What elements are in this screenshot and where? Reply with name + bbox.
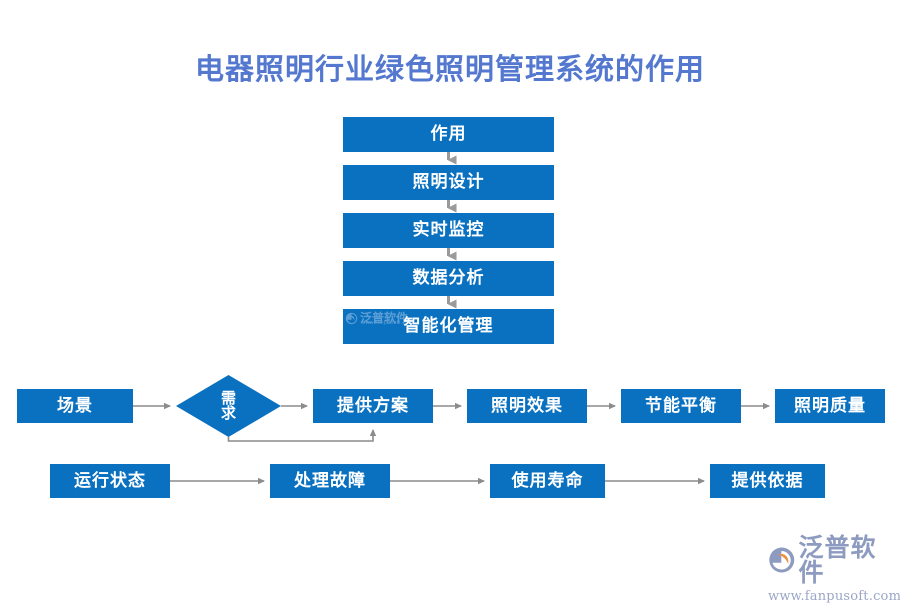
node-yunxingzhuangtai[interactable]: 运行状态: [50, 464, 170, 498]
brand-watermark-url: www.fanpusoft.com: [768, 589, 900, 604]
node-label: 实时监控: [412, 220, 485, 241]
fanpu-logo-icon: [769, 547, 795, 573]
node-label: 运行状态: [74, 470, 146, 491]
node-shiyongshouming[interactable]: 使用寿命: [490, 464, 605, 498]
node-jienengpingheng[interactable]: 节能平衡: [621, 389, 741, 423]
node-label: 场景: [57, 395, 93, 416]
decision-xuqiu[interactable]: 需 求: [176, 375, 281, 437]
brand-watermark: 泛普软件 www.fanpusoft.com: [768, 535, 900, 604]
node-shishijiankong[interactable]: 实时监控: [343, 213, 554, 248]
node-label: 使用寿命: [511, 470, 584, 491]
fanpu-logo-icon: [345, 312, 358, 324]
decision-label-line1: 需: [220, 389, 236, 407]
node-shujufenxi[interactable]: 数据分析: [343, 261, 554, 296]
page-title: 电器照明行业绿色照明管理系统的作用: [194, 52, 705, 86]
brand-watermark-row: 泛普软件: [768, 535, 894, 585]
node-label: 提供依据: [731, 470, 804, 491]
node-zuoyong[interactable]: 作用: [343, 117, 554, 152]
node-label: 作用: [430, 124, 467, 145]
inner-watermark-brand: 泛普软件: [360, 311, 409, 325]
node-label: 数据分析: [412, 268, 485, 289]
node-tigongfangan[interactable]: 提供方案: [313, 389, 433, 423]
node-changjing[interactable]: 场景: [17, 389, 133, 423]
node-zhaomingzhiliang[interactable]: 照明质量: [775, 389, 885, 423]
node-label: 节能平衡: [645, 395, 717, 416]
node-label: 提供方案: [337, 395, 409, 416]
node-label: 智能化管理: [403, 316, 494, 337]
node-zhaomingsheji[interactable]: 照明设计: [343, 165, 554, 200]
node-label: 处理故障: [294, 470, 366, 491]
node-label: 照明设计: [412, 172, 485, 193]
decision-label-line2: 求: [220, 404, 236, 422]
node-label: 照明效果: [491, 395, 563, 416]
brand-watermark-name: 泛普软件: [798, 533, 877, 587]
node-chuliguzhang[interactable]: 处理故障: [270, 464, 390, 498]
decision-label: 需 求: [176, 375, 281, 437]
node-tigongyiju[interactable]: 提供依据: [710, 464, 825, 498]
inner-watermark-url: www.fanpusoft.com: [361, 320, 414, 326]
node-label: 照明质量: [794, 395, 866, 416]
node-zhinenghuaguanli[interactable]: 智能化管理: [343, 309, 554, 344]
inner-watermark: 泛普软件 www.fanpusoft.com: [345, 307, 423, 329]
node-zhaomingxiaoguo[interactable]: 照明效果: [467, 389, 587, 423]
